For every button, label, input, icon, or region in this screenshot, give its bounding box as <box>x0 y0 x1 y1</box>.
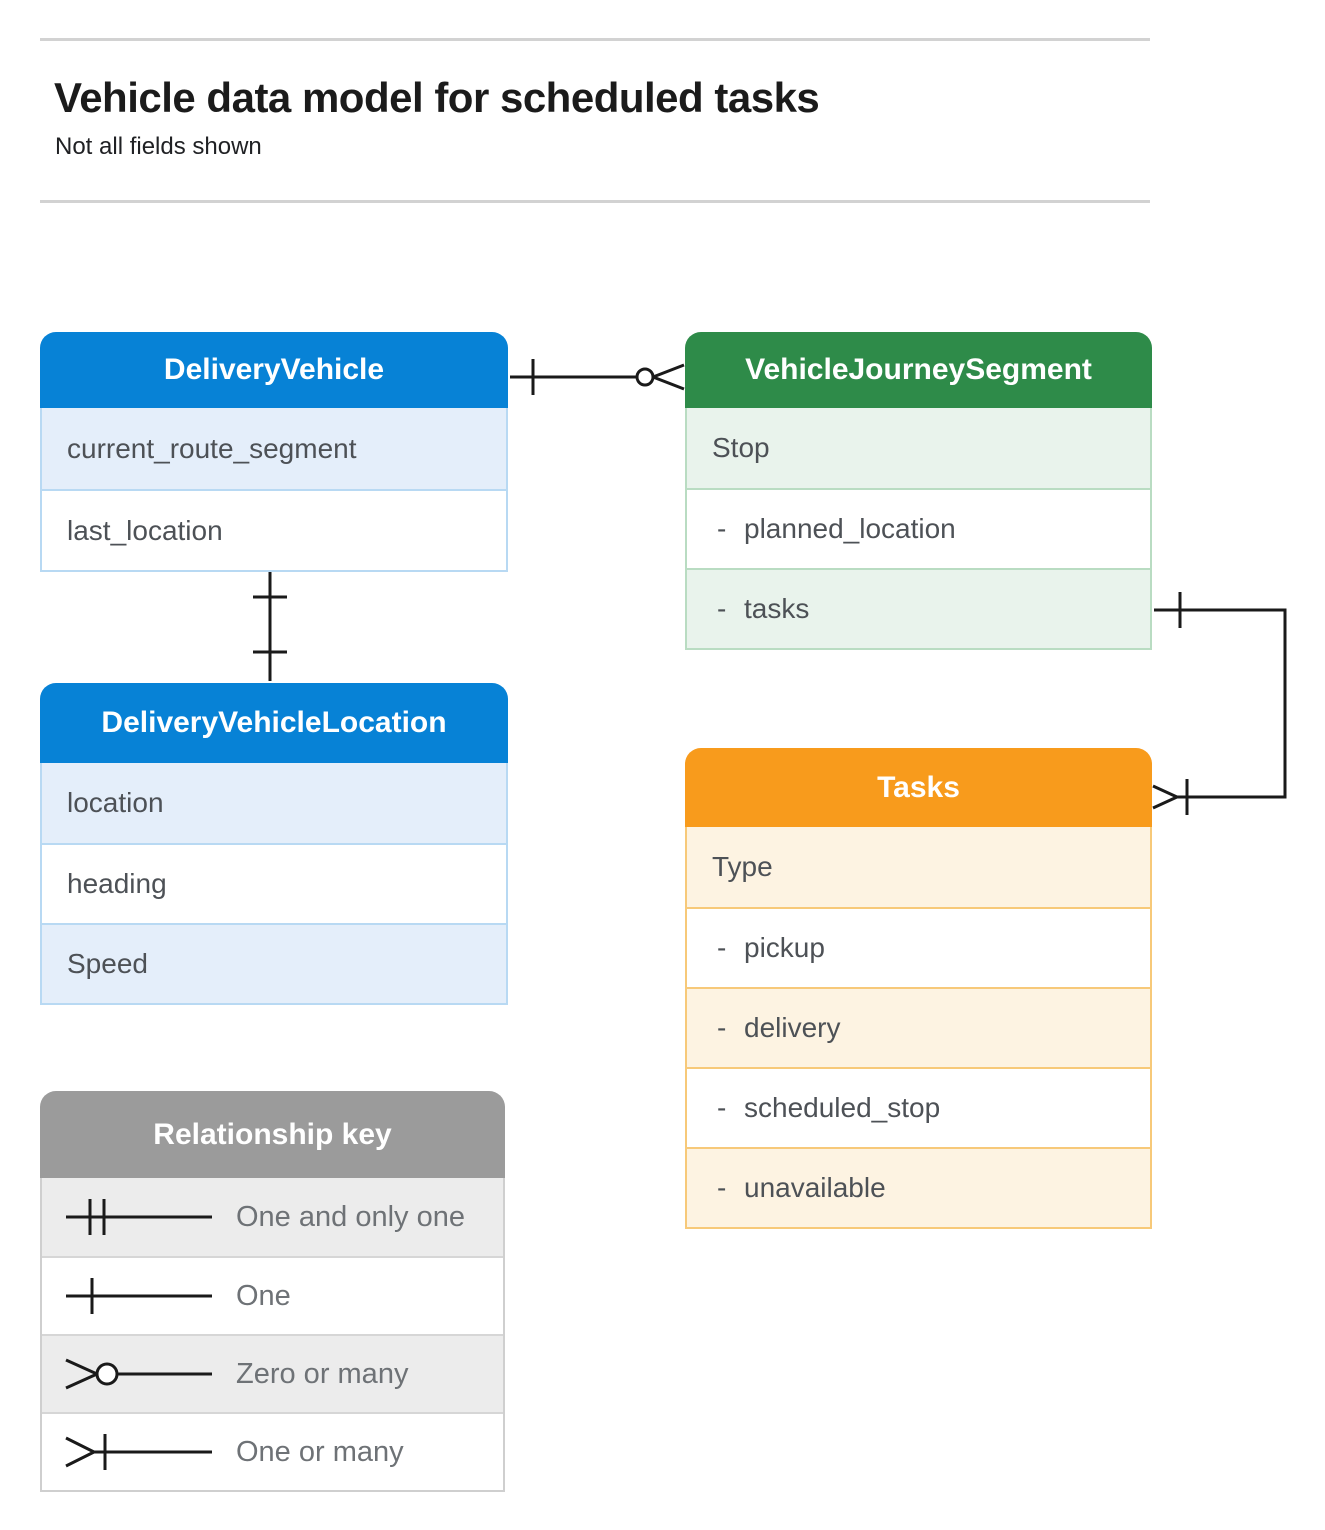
many-marker <box>1152 784 1178 810</box>
field-label: unavailable <box>744 1172 886 1203</box>
field-last-location: last_location <box>42 489 506 570</box>
relationship-key-title: Relationship key <box>40 1091 505 1178</box>
connector-deliveryvehicle-deliveryvehiclelocation <box>253 572 287 681</box>
key-row-one-and-only-one: One and only one <box>42 1178 503 1256</box>
field-tasks: - tasks <box>687 568 1150 648</box>
key-label: Zero or many <box>236 1357 409 1390</box>
field-prefix: - <box>717 513 727 544</box>
entity-vehicle-journey-segment-title: VehicleJourneySegment <box>685 332 1152 408</box>
field-delivery: - delivery <box>687 987 1150 1067</box>
entity-delivery-vehicle-title: DeliveryVehicle <box>40 332 508 408</box>
page-title: Vehicle data model for scheduled tasks <box>54 74 820 121</box>
field-label: delivery <box>744 1012 841 1043</box>
field-label: scheduled_stop <box>744 1092 941 1123</box>
entity-delivery-vehicle-location-fields: location heading Speed <box>40 763 508 1005</box>
field-planned-location: - planned_location <box>687 488 1150 568</box>
relationship-key: Relationship key One and only one One <box>40 1091 505 1492</box>
field-label: Speed <box>67 948 148 979</box>
field-pickup: - pickup <box>687 907 1150 987</box>
many-marker <box>652 363 685 391</box>
field-prefix: - <box>717 1092 727 1123</box>
one-symbol <box>66 1278 212 1314</box>
field-prefix: - <box>717 1012 727 1043</box>
entity-vehicle-journey-segment-fields: Stop - planned_location - tasks <box>685 408 1152 650</box>
field-label: current_route_segment <box>67 432 357 464</box>
key-label: One or many <box>236 1435 404 1468</box>
field-heading: heading <box>42 843 506 923</box>
one-and-only-one-symbol <box>66 1199 212 1235</box>
top-divider <box>40 38 1150 41</box>
field-label: heading <box>67 868 167 899</box>
field-label: last_location <box>67 514 223 546</box>
field-label: tasks <box>744 593 810 624</box>
field-scheduled-stop: - scheduled_stop <box>687 1067 1150 1147</box>
field-speed: Speed <box>42 923 506 1003</box>
key-row-one-or-many: One or many <box>42 1412 503 1490</box>
field-label: location <box>67 787 164 818</box>
header-divider <box>40 200 1150 203</box>
field-label: planned_location <box>744 513 956 544</box>
field-prefix: - <box>717 1172 727 1203</box>
connector-deliveryvehicle-vehiclejourneysegment <box>510 359 685 395</box>
entity-delivery-vehicle-location-title: DeliveryVehicleLocation <box>40 683 508 763</box>
entity-tasks-title: Tasks <box>685 748 1152 827</box>
key-label: One and only one <box>236 1200 465 1233</box>
field-prefix: - <box>717 932 727 963</box>
key-row-one: One <box>42 1256 503 1334</box>
zero-or-many-symbol <box>65 1358 212 1390</box>
entity-tasks-fields: Type - pickup - delivery - scheduled_sto… <box>685 827 1152 1229</box>
entity-vehicle-journey-segment: VehicleJourneySegment Stop - planned_loc… <box>685 332 1152 650</box>
field-location: location <box>42 763 506 843</box>
field-label: Stop <box>712 432 770 463</box>
field-type: Type <box>687 827 1150 907</box>
field-prefix: - <box>717 593 727 624</box>
connector-line <box>1154 608 1287 799</box>
field-label: Type <box>712 851 773 882</box>
entity-delivery-vehicle-fields: current_route_segment last_location <box>40 408 508 572</box>
connector-vehiclejourneysegment-tasks <box>1152 592 1287 815</box>
field-current-route-segment: current_route_segment <box>42 408 506 489</box>
field-label: pickup <box>744 932 825 963</box>
key-row-zero-or-many: Zero or many <box>42 1334 503 1412</box>
field-stop: Stop <box>687 408 1150 488</box>
entity-delivery-vehicle: DeliveryVehicle current_route_segment la… <box>40 332 508 572</box>
entity-delivery-vehicle-location: DeliveryVehicleLocation location heading… <box>40 683 508 1005</box>
entity-tasks: Tasks Type - pickup - delivery - schedul… <box>685 748 1152 1229</box>
field-unavailable: - unavailable <box>687 1147 1150 1227</box>
one-or-many-symbol <box>65 1434 212 1470</box>
relationship-key-rows: One and only one One Zero or many On <box>40 1178 505 1492</box>
page-subtitle: Not all fields shown <box>55 133 262 160</box>
key-label: One <box>236 1279 291 1312</box>
zero-marker <box>635 367 655 387</box>
